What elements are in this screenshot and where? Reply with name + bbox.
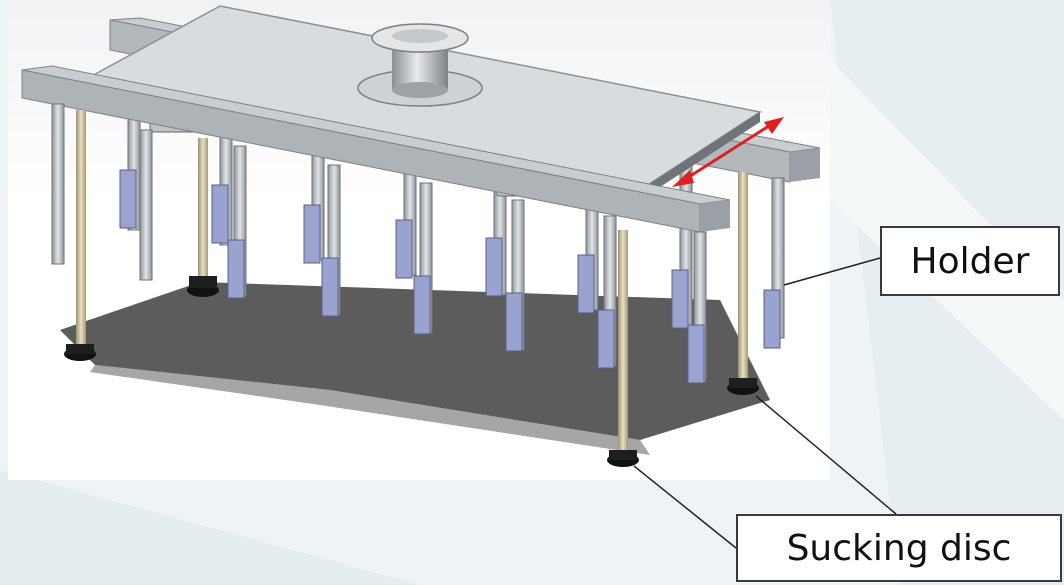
- sucking-disc-callout: Sucking disc: [736, 514, 1062, 582]
- back-fingers: [119, 99, 785, 349]
- holder-label-text: Holder: [910, 240, 1030, 282]
- double-arrow-icon: [672, 117, 784, 187]
- sucking-disc-label-text: Sucking disc: [786, 527, 1012, 569]
- leader-lines: [633, 257, 897, 549]
- holder-callout: Holder: [880, 226, 1060, 296]
- front-fingers: [51, 103, 707, 384]
- hub-cylinder-icon: [357, 23, 483, 107]
- disc-leader-1: [633, 465, 737, 549]
- holder-leader: [783, 257, 881, 286]
- suction-posts: [64, 110, 759, 467]
- floor-shadow: [60, 282, 770, 440]
- disc-leader-2: [755, 395, 897, 515]
